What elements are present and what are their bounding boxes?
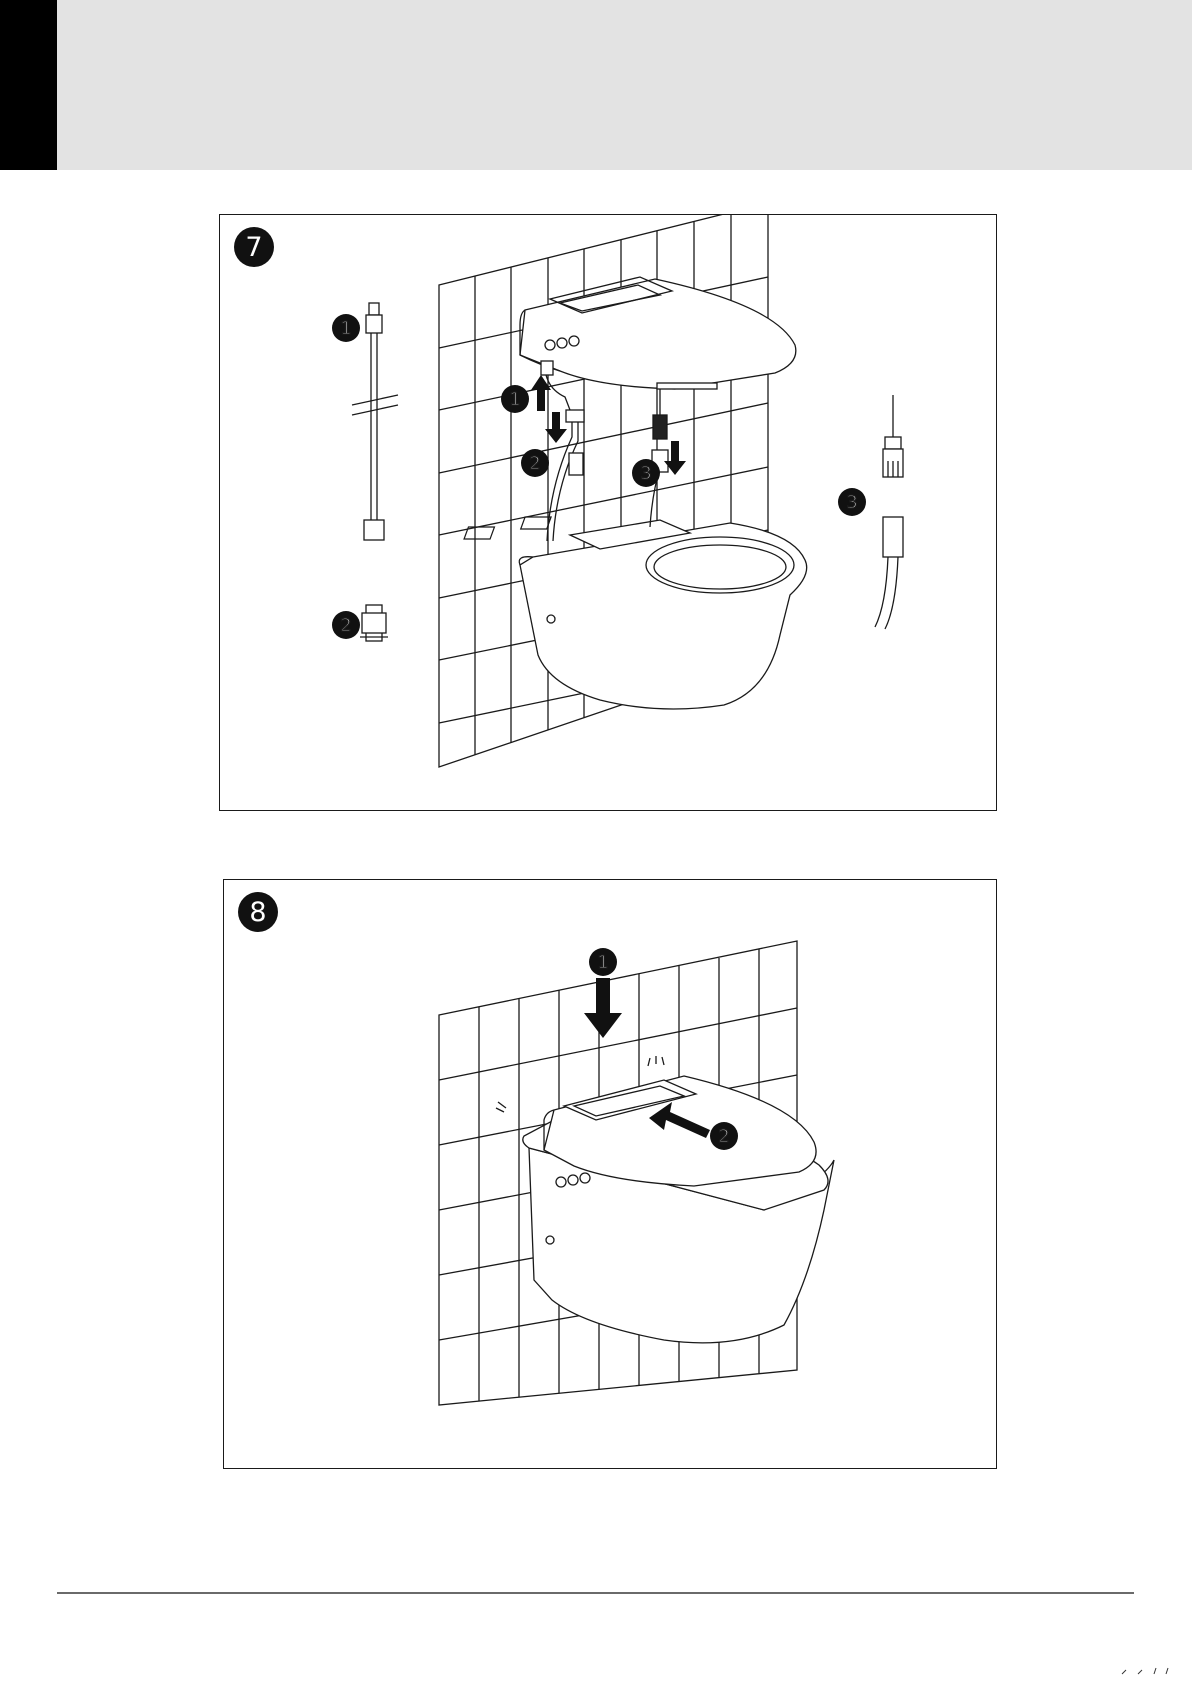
svg-text:1: 1 — [340, 318, 351, 339]
part-2-valve: 2 — [332, 605, 388, 641]
part-3-connector: 3 — [838, 395, 903, 629]
svg-text:1: 1 — [509, 389, 520, 410]
header-tab — [0, 0, 57, 170]
step-8-panel: 8 — [223, 879, 997, 1469]
footer-rule — [57, 1592, 1134, 1594]
step-7-illustration: 1 2 3 1 2 — [220, 215, 995, 809]
svg-text:1: 1 — [597, 952, 608, 973]
svg-text:3: 3 — [846, 492, 857, 513]
header-band — [0, 0, 1192, 170]
svg-text:2: 2 — [340, 615, 351, 636]
step-8-illustration: 1 2 — [224, 880, 995, 1467]
step-7-panel: 7 — [219, 214, 997, 811]
svg-text:3: 3 — [640, 463, 651, 484]
part-1-hose: 1 — [332, 303, 398, 540]
svg-text:2: 2 — [529, 453, 540, 474]
footer-marks — [1118, 1666, 1178, 1676]
svg-text:2: 2 — [718, 1126, 729, 1147]
